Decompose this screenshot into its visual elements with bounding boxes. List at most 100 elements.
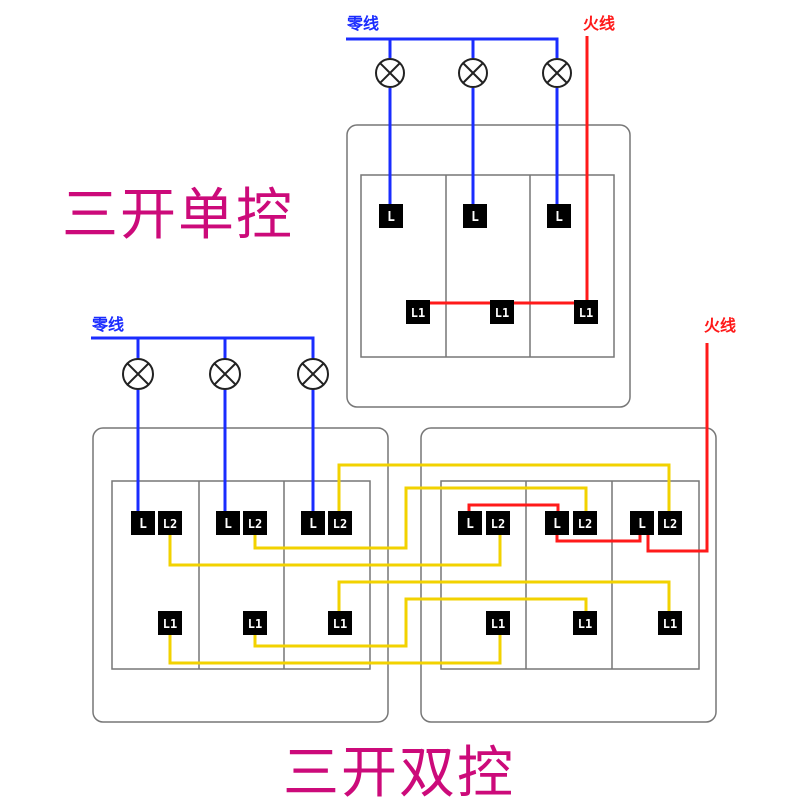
traveler-wires — [168, 463, 671, 665]
terminal-block — [573, 611, 597, 635]
terminal-block — [131, 511, 155, 535]
terminal-L1: L1 — [574, 300, 598, 324]
terminal-label: L1 — [663, 617, 677, 631]
neutral-bus-top — [346, 37, 559, 58]
traveler-l1-sw1 — [168, 632, 502, 665]
terminal-label: L2 — [333, 517, 347, 531]
traveler-l2-sw1 — [168, 532, 502, 567]
terminal-block — [658, 511, 682, 535]
terminal-L2: L2 — [158, 511, 182, 535]
terminal-L2: L2 — [486, 511, 510, 535]
terminal-L: L — [463, 204, 487, 228]
lamp-icon — [297, 358, 329, 390]
lamp-icon — [375, 58, 405, 88]
terminal-block — [158, 611, 182, 635]
terminal-L: L — [630, 511, 654, 535]
lamp-icon — [209, 358, 241, 390]
terminal-block — [243, 611, 267, 635]
terminal-block — [379, 204, 403, 228]
terminal-L: L — [458, 511, 482, 535]
terminal-block — [463, 204, 487, 228]
terminal-label: L2 — [663, 517, 677, 531]
terminal-label: L2 — [491, 517, 505, 531]
terminal-L1: L1 — [573, 611, 597, 635]
traveler-l2-sw2 — [253, 486, 588, 550]
terminal-block — [216, 511, 240, 535]
terminal-label: L — [553, 517, 561, 532]
live-label-bottom: 火线 — [704, 316, 737, 335]
lamps-top — [375, 58, 572, 88]
terminal-L1: L1 — [406, 300, 430, 324]
terminal-L1: L1 — [486, 611, 510, 635]
terminal-label: L2 — [248, 517, 262, 531]
title-single-control: 三开单控 — [62, 183, 294, 248]
lamp-icon — [458, 58, 488, 88]
terminal-block — [486, 611, 510, 635]
neutral-wires-top — [346, 37, 559, 206]
live-jumper-l1-l2 — [467, 503, 560, 513]
terminal-L: L — [547, 204, 571, 228]
double-control-left-panel — [92, 427, 389, 723]
terminal-L2: L2 — [328, 511, 352, 535]
single-panel-inner-frame — [360, 174, 615, 358]
terminal-label: L — [309, 517, 317, 532]
terminal-label: L — [471, 210, 479, 225]
terminal-L: L — [301, 511, 325, 535]
terminal-L2: L2 — [243, 511, 267, 535]
terminal-label: L1 — [163, 617, 177, 631]
terminal-block — [458, 511, 482, 535]
single-panel-outer-frame — [346, 124, 631, 408]
neutral-bus-bottom — [91, 336, 315, 359]
terminal-label: L1 — [491, 617, 505, 631]
terminal-block — [490, 300, 514, 324]
lamps-bottom — [122, 358, 329, 390]
terminal-label: L1 — [579, 306, 593, 320]
right-panel-outer-frame — [420, 427, 717, 723]
terminal-L1: L1 — [490, 300, 514, 324]
terminal-block — [545, 511, 569, 535]
traveler-l1-sw2 — [253, 597, 588, 648]
traveler-l1-sw3 — [337, 580, 671, 613]
terminal-block — [658, 611, 682, 635]
terminal-block — [406, 300, 430, 324]
terminal-block — [574, 300, 598, 324]
terminal-block — [486, 511, 510, 535]
terminal-block — [243, 511, 267, 535]
lamp-icon — [122, 358, 154, 390]
right-panel-inner-frame — [440, 480, 700, 670]
terminal-label: L1 — [248, 617, 262, 631]
terminal-label: L1 — [333, 617, 347, 631]
terminal-label: L1 — [495, 306, 509, 320]
terminal-L: L — [545, 511, 569, 535]
live-jumper-l2-l3 — [555, 532, 642, 543]
lamp-icon — [542, 58, 572, 88]
terminal-label: L — [387, 210, 395, 225]
terminal-block — [301, 511, 325, 535]
live-feed-bottom — [646, 343, 709, 553]
title-double-control: 三开双控 — [283, 741, 515, 806]
terminal-label: L — [224, 517, 232, 532]
terminal-block — [328, 511, 352, 535]
terminal-block — [630, 511, 654, 535]
terminal-label: L1 — [578, 617, 592, 631]
terminal-block — [547, 204, 571, 228]
live-label-top: 火线 — [583, 14, 616, 33]
terminal-label: L1 — [411, 306, 425, 320]
terminal-label: L — [466, 517, 474, 532]
terminal-L1: L1 — [243, 611, 267, 635]
terminal-label: L2 — [578, 517, 592, 531]
terminal-label: L — [638, 517, 646, 532]
neutral-wires-bottom — [91, 336, 315, 513]
left-panel-outer-frame — [92, 427, 389, 723]
double-control-right-panel — [420, 427, 717, 723]
terminal-L1: L1 — [158, 611, 182, 635]
terminal-L: L — [131, 511, 155, 535]
terminal-block — [328, 611, 352, 635]
terminal-block — [158, 511, 182, 535]
terminal-L2: L2 — [658, 511, 682, 535]
terminal-L1: L1 — [328, 611, 352, 635]
terminal-label: L2 — [163, 517, 177, 531]
terminal-L2: L2 — [573, 511, 597, 535]
